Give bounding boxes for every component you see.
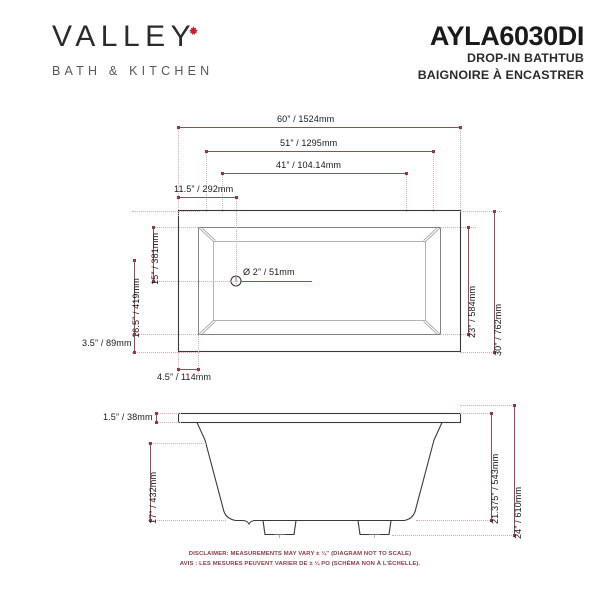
- ext-line: [392, 535, 516, 536]
- ext-line: [152, 281, 238, 282]
- dim-body-height: 21.375” / 543mm: [490, 453, 500, 524]
- ext-line: [460, 211, 502, 212]
- dim-tick: [490, 412, 493, 415]
- maple-leaf-icon: [187, 25, 200, 38]
- product-identity: AYLA6030DI DROP-IN BATHTUB BAIGNOIRE À E…: [417, 21, 585, 85]
- dimension-line-rim-edge-left: [178, 369, 199, 370]
- dimension-line-overall-length: [178, 127, 461, 128]
- dimension-line-rim-thickness: [156, 413, 157, 423]
- dim-tick: [432, 150, 435, 153]
- sheet-header: VALLEY BATH & KITCHEN AYLA6030DI DROP-IN…: [0, 0, 600, 100]
- product-type-en: DROP-IN BATHTUB: [467, 51, 584, 66]
- dim-tick: [405, 172, 408, 175]
- model-number: AYLA6030DI: [429, 21, 584, 51]
- ext-line: [148, 443, 206, 444]
- dim-tick: [133, 333, 136, 336]
- disclaimer-en: DISCLAIMER: MEASUREMENTS MAY VARY ± ¼” (…: [188, 551, 412, 557]
- ext-line: [178, 196, 179, 216]
- drain-symbol: [230, 275, 312, 287]
- dim-tick: [152, 280, 155, 283]
- ext-line: [132, 352, 200, 353]
- dim-tick: [513, 404, 516, 407]
- ext-line: [222, 172, 223, 212]
- dim-tick: [235, 196, 238, 199]
- dim-rim-thickness: 1.5” / 38mm: [103, 412, 153, 422]
- dimension-line-drain-offset-y: [134, 260, 135, 334]
- dim-tick: [467, 226, 470, 229]
- dim-basin-width: 15” / 381mm: [150, 232, 160, 285]
- ext-line: [460, 126, 461, 212]
- ext-line: [132, 334, 200, 335]
- dimension-line-drain-offset-x: [178, 197, 237, 198]
- dim-overall-height: 24” / 610mm: [513, 486, 523, 539]
- dimension-line-basin-length: [222, 173, 407, 174]
- ext-line: [148, 520, 226, 521]
- dim-overall-length: 60” / 1524mm: [277, 114, 335, 124]
- dim-tick: [152, 226, 155, 229]
- dimension-line-body-height: [491, 413, 492, 521]
- dim-tick: [513, 534, 516, 537]
- dimension-line-basin-depth: [150, 443, 151, 521]
- brand-name: VALLEY: [52, 20, 197, 53]
- dimension-line-overall-width: [494, 211, 495, 353]
- dim-tick: [205, 150, 208, 153]
- dim-tick: [467, 333, 470, 336]
- ext-line: [178, 126, 179, 212]
- dim-tick: [149, 519, 152, 522]
- ext-line: [198, 335, 199, 374]
- dim-rim-edge-left: 4.5” / 114mm: [157, 372, 212, 382]
- dim-rim-edge-bottom: 3.5” / 89mm: [82, 338, 132, 348]
- ext-line: [460, 405, 516, 406]
- dim-drain-offset-x: 11.5” / 292mm: [174, 184, 234, 194]
- side-view-tub-outline: [177, 412, 462, 538]
- brand-tagline: BATH & KITCHEN: [52, 64, 214, 78]
- ext-line: [440, 334, 476, 335]
- dim-tick: [155, 421, 158, 424]
- dim-tick: [177, 196, 180, 199]
- disclaimer-fr: AVIS : LES MESURES PEUVENT VARIER DE ± ¼…: [179, 561, 421, 567]
- dimension-line-rim-edge-bottom: [134, 334, 135, 353]
- ext-line: [178, 352, 179, 374]
- ext-line: [433, 150, 434, 212]
- dimension-line-basin-width: [153, 227, 154, 282]
- dim-tick: [490, 519, 493, 522]
- dim-inner-width: 23” / 584mm: [467, 285, 477, 338]
- ext-line: [155, 413, 181, 414]
- dimension-line-overall-height: [514, 405, 515, 536]
- dim-tick: [197, 368, 200, 371]
- ext-line: [155, 422, 181, 423]
- dim-tick: [177, 368, 180, 371]
- dim-tick: [493, 210, 496, 213]
- dim-tick: [459, 126, 462, 129]
- ext-line: [406, 172, 407, 212]
- dimension-line-inner-width: [468, 227, 469, 335]
- dim-tick: [177, 126, 180, 129]
- ext-line: [206, 150, 207, 212]
- dim-basin-length: 41” / 104.14mm: [276, 160, 342, 170]
- ext-line: [416, 520, 492, 521]
- dim-tick: [133, 259, 136, 262]
- dim-tick: [155, 412, 158, 415]
- dim-tick: [221, 172, 224, 175]
- dim-basin-depth: 17” / 432mm: [148, 471, 158, 524]
- dim-tick: [133, 351, 136, 354]
- brand-logo: VALLEY: [52, 22, 196, 52]
- dim-overall-width: 30” / 762mm: [493, 303, 503, 356]
- ext-line: [460, 413, 492, 414]
- product-type-fr: BAIGNOIRE À ENCASTRER: [417, 68, 584, 83]
- dim-drain-diameter: Ø 2” / 51mm: [243, 267, 295, 277]
- dim-tick: [493, 351, 496, 354]
- dim-drain-offset-y: 16.5” / 419mm: [131, 278, 141, 338]
- ext-line: [460, 352, 502, 353]
- ext-line: [152, 227, 200, 228]
- dim-tick: [149, 442, 152, 445]
- ext-line: [236, 196, 237, 284]
- dim-rim-length: 51” / 1295mm: [280, 138, 338, 148]
- dimension-line-rim-length: [206, 151, 434, 152]
- ext-line: [440, 227, 476, 228]
- ext-line: [132, 211, 200, 212]
